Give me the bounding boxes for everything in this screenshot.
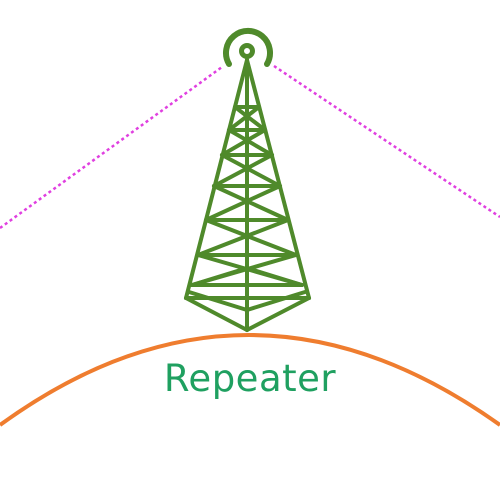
antenna-signal-icon bbox=[223, 27, 273, 67]
signal-link-left bbox=[0, 65, 223, 230]
radio-tower-icon bbox=[184, 58, 311, 332]
repeater-label: Repeater bbox=[163, 357, 337, 400]
terrain-curve bbox=[0, 333, 500, 427]
repeater-label-container: Repeater bbox=[0, 357, 500, 400]
signal-link-right bbox=[273, 64, 500, 219]
